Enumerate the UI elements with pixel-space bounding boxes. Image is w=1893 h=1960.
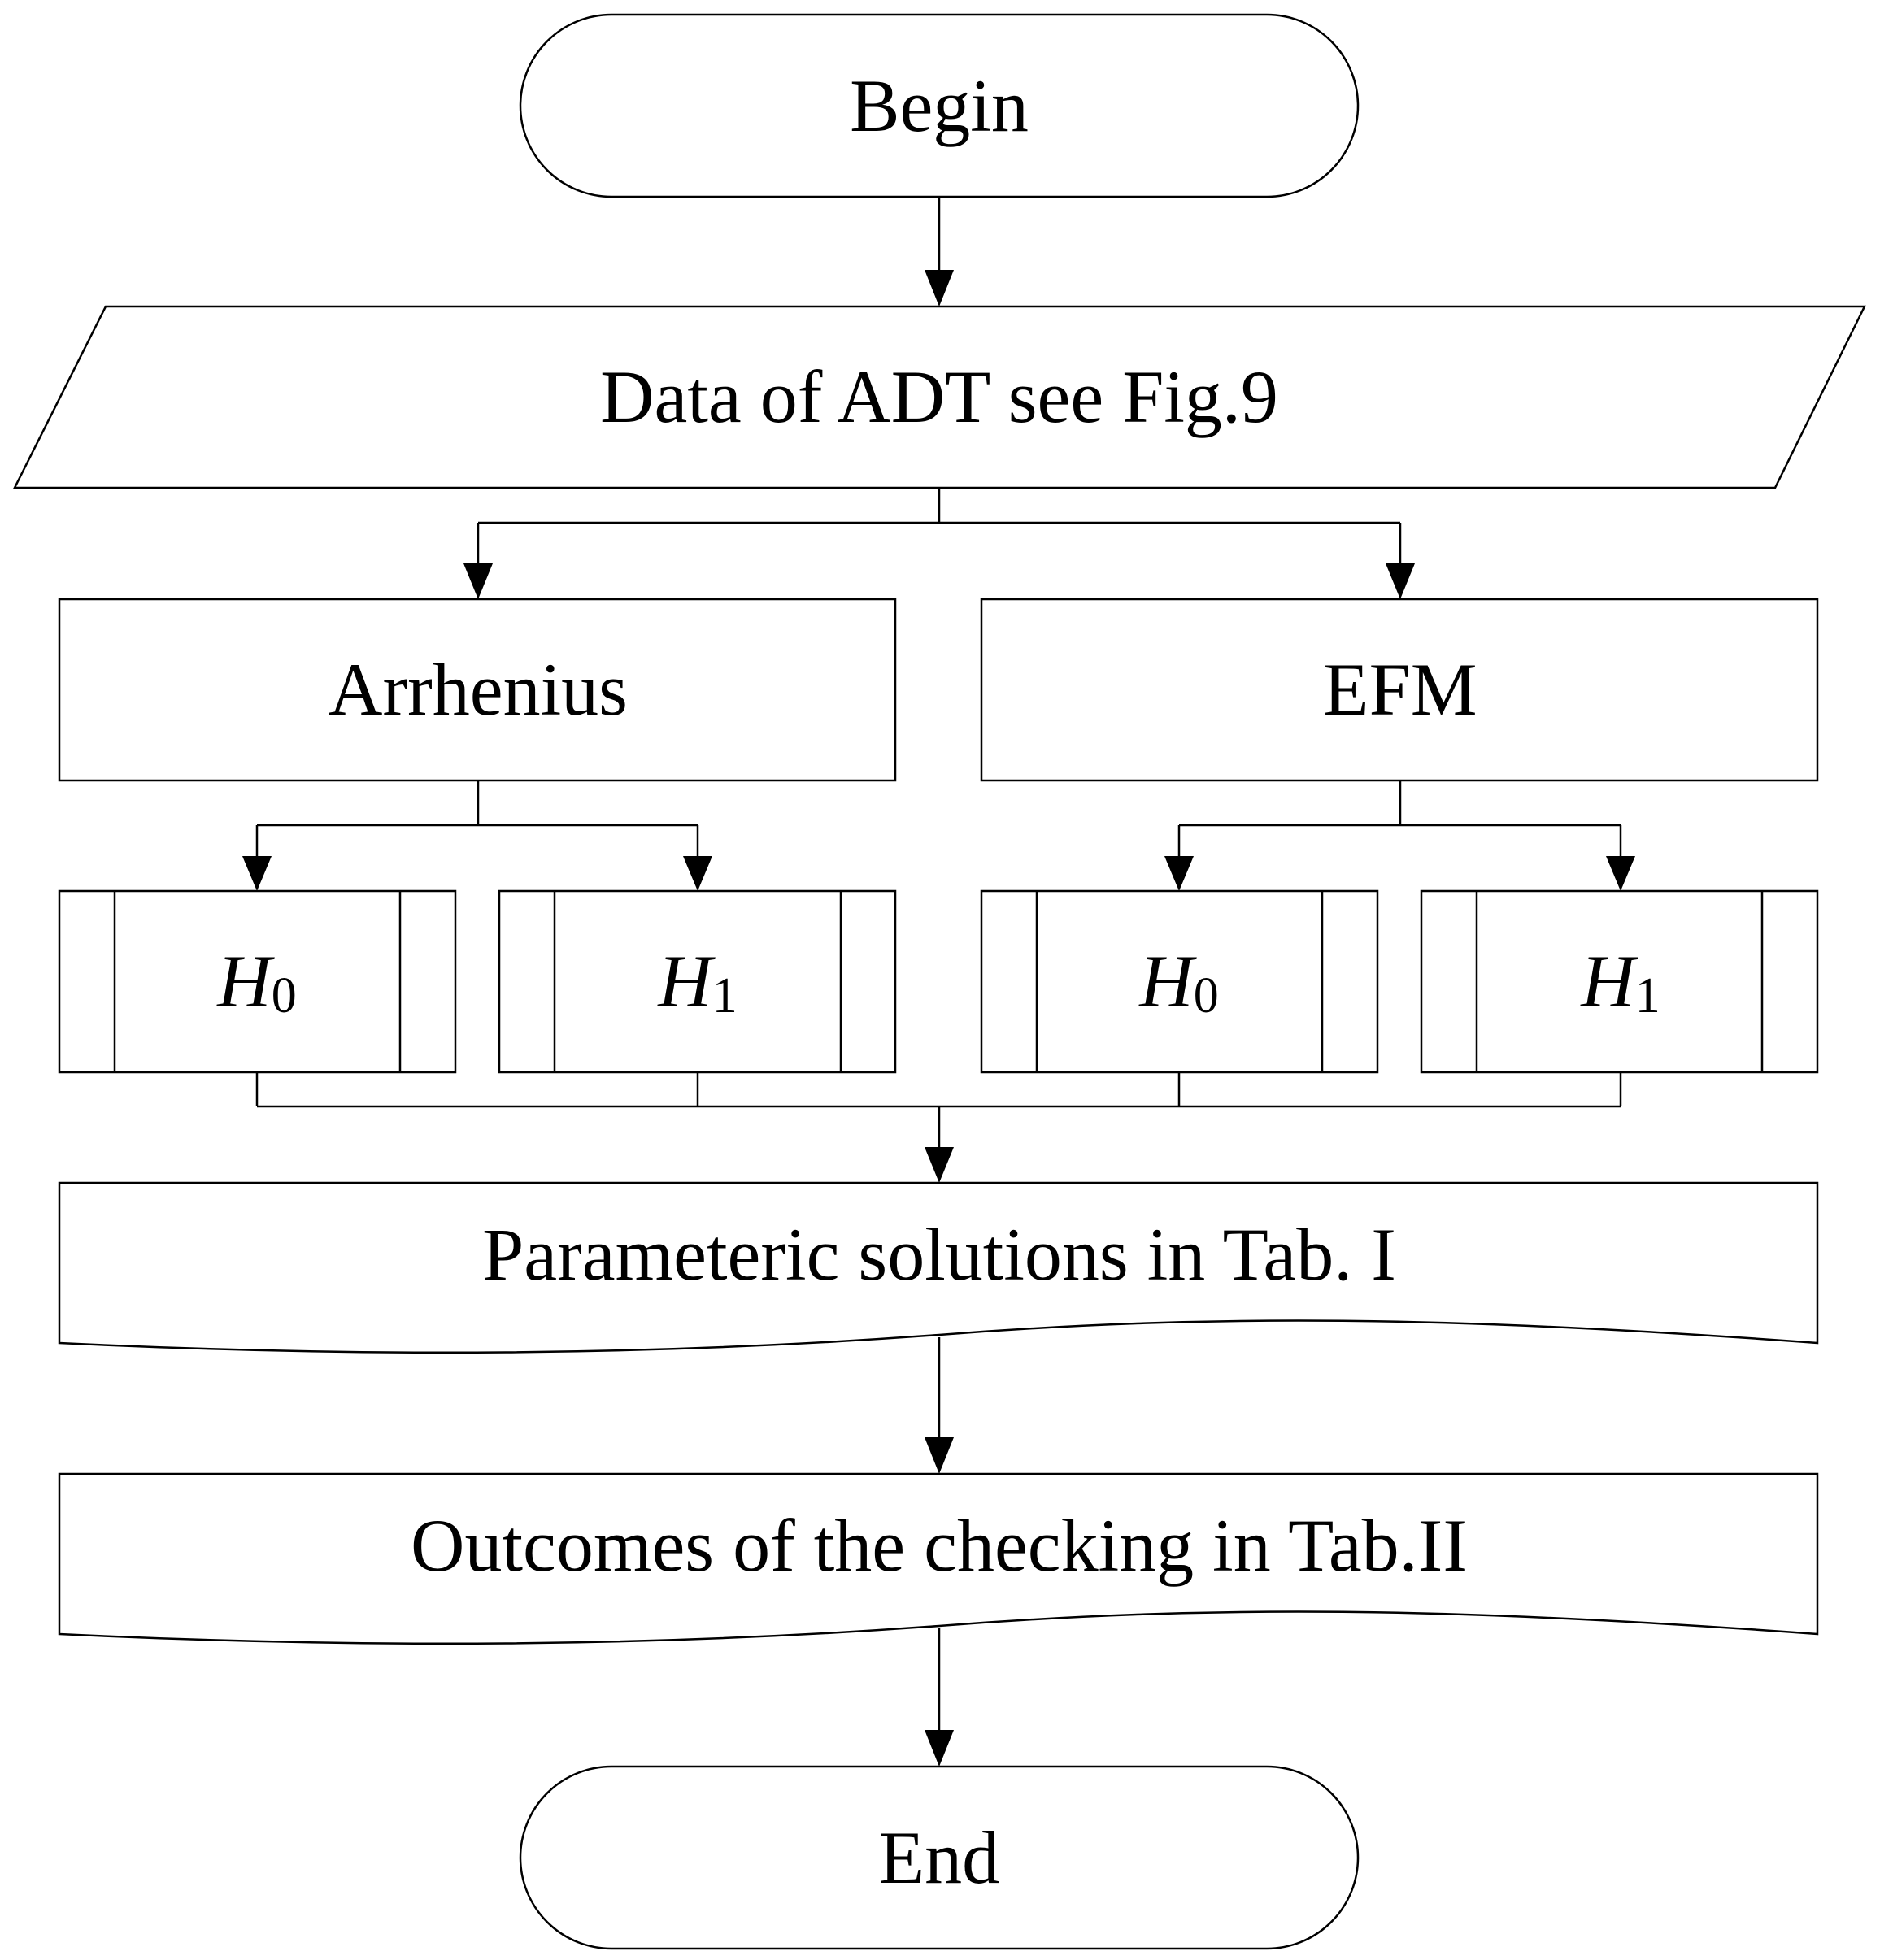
outcomes-label: Outcomes of the checking in Tab.II bbox=[411, 1504, 1468, 1587]
connector-input-models bbox=[463, 488, 1415, 599]
efm-label: EFM bbox=[1323, 648, 1477, 731]
connector-begin-input bbox=[925, 197, 954, 306]
efm-h0-label: H0 bbox=[1138, 940, 1218, 1023]
connector-outcomes-end bbox=[925, 1628, 954, 1767]
input-data-parallelogram: Data of ADT see Fig.9 bbox=[12, 305, 1867, 489]
end-terminator: End bbox=[519, 1765, 1360, 1950]
begin-terminator: Begin bbox=[519, 13, 1360, 198]
parametric-solutions-document: Parameteric solutions in Tab. I bbox=[58, 1181, 1819, 1354]
arrhenius-h0-label: H0 bbox=[216, 940, 296, 1023]
arrhenius-h1-subprocess: H1 bbox=[498, 889, 897, 1074]
end-label: End bbox=[879, 1816, 999, 1899]
begin-label: Begin bbox=[850, 64, 1029, 147]
connector-efm-hypotheses bbox=[1164, 780, 1635, 891]
input-data-label: Data of ADT see Fig.9 bbox=[600, 355, 1278, 438]
arrhenius-h1-label: H1 bbox=[657, 940, 737, 1023]
arrhenius-label: Arrhenius bbox=[329, 648, 628, 731]
outcomes-document: Outcomes of the checking in Tab.II bbox=[58, 1472, 1819, 1645]
connector-parametric-outcomes bbox=[925, 1337, 954, 1474]
parametric-solutions-label: Parameteric solutions in Tab. I bbox=[482, 1213, 1396, 1296]
arrhenius-h0-subprocess: H0 bbox=[58, 889, 457, 1074]
efm-h0-subprocess: H0 bbox=[980, 889, 1379, 1074]
efm-process: EFM bbox=[980, 598, 1819, 782]
arrhenius-process: Arrhenius bbox=[58, 598, 897, 782]
connector-hypotheses-merge bbox=[255, 1072, 1622, 1183]
connector-arrhenius-hypotheses bbox=[242, 780, 712, 891]
efm-h1-subprocess: H1 bbox=[1420, 889, 1819, 1074]
efm-h1-label: H1 bbox=[1580, 940, 1660, 1023]
